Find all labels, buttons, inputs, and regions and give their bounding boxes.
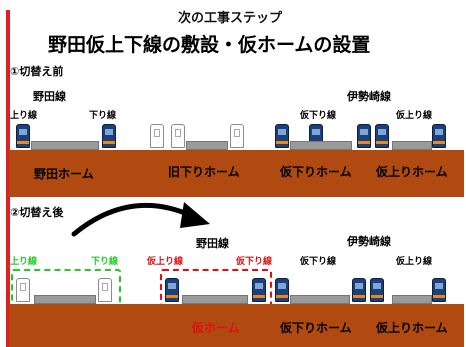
track-label-down: 下り線 <box>89 111 117 121</box>
platform-noda <box>31 141 99 150</box>
platform-label-temp-down-after: 仮下りホーム <box>280 321 352 335</box>
platform-label-temp-up-after: 仮上りホーム <box>376 321 448 335</box>
platform-label-temp-down: 仮下りホーム <box>280 165 352 179</box>
track-label-temp-down-noda: 仮下り線 <box>236 257 273 267</box>
platform-temp-up-after <box>392 295 432 304</box>
train-isesaki-3 <box>357 124 371 148</box>
track-label-up: 上り線 <box>10 111 38 121</box>
platform-label-temp: 仮ホーム <box>192 321 240 335</box>
section-after-label: ②切替え後 <box>10 206 64 219</box>
page-title: 野田仮上下線の敷設・仮ホームの設置 <box>48 34 371 56</box>
train-isesaki-5 <box>432 124 446 148</box>
track-label-temp-up-noda: 仮上り線 <box>147 257 184 267</box>
train-isesaki-after-3 <box>370 278 384 302</box>
switch-arrow-icon <box>71 202 210 237</box>
platform-temp-down <box>290 141 352 150</box>
platform-temp-up <box>392 141 432 150</box>
train-isesaki-after-4 <box>432 278 446 302</box>
platform-label-old-down: 旧下りホーム <box>168 165 240 179</box>
train-noda-temp-down <box>252 278 266 302</box>
train-ghost-noda-down <box>98 278 112 302</box>
train-noda-temp-up <box>165 278 179 302</box>
track-label-temp-up-isesaki: 仮上り線 <box>396 257 433 267</box>
isesaki-line-label-before: 伊勢崎線 <box>347 90 391 103</box>
train-ghost-old-2 <box>171 124 185 148</box>
track-label-temp-down: 仮下り線 <box>300 111 337 121</box>
train-ghost-noda-up <box>16 278 30 302</box>
left-accent-bar <box>6 10 10 347</box>
step-caption: 次の工事ステップ <box>178 11 283 26</box>
platform-old-down <box>186 141 228 150</box>
train-isesaki-after-1 <box>275 278 289 302</box>
ground-after <box>9 304 464 347</box>
noda-line-label-after: 野田線 <box>196 237 229 250</box>
platform-temp-down-after <box>290 295 350 304</box>
platform-label-temp-up: 仮上りホーム <box>376 165 448 179</box>
train-isesaki-1 <box>275 124 289 148</box>
platform-noda-old-after <box>34 295 96 304</box>
track-label-up-old: 上り線 <box>10 257 38 267</box>
platform-temp <box>182 295 248 304</box>
track-label-down-old: 下り線 <box>91 257 119 267</box>
track-label-temp-down-isesaki: 仮下り線 <box>300 257 337 267</box>
train-ghost-old-1 <box>150 124 164 148</box>
platform-label-noda: 野田ホーム <box>34 167 94 181</box>
isesaki-line-label-after: 伊勢崎線 <box>347 235 391 248</box>
ground-before <box>9 150 464 197</box>
section-before-label: ①切替え前 <box>10 65 64 78</box>
noda-line-label-before: 野田線 <box>33 90 66 103</box>
train-isesaki-after-2 <box>352 278 366 302</box>
train-noda-up <box>16 124 30 148</box>
track-label-temp-up: 仮上り線 <box>396 111 433 121</box>
train-isesaki-4 <box>375 124 389 148</box>
train-noda-down <box>102 124 116 148</box>
train-ghost-old-3 <box>230 124 244 148</box>
